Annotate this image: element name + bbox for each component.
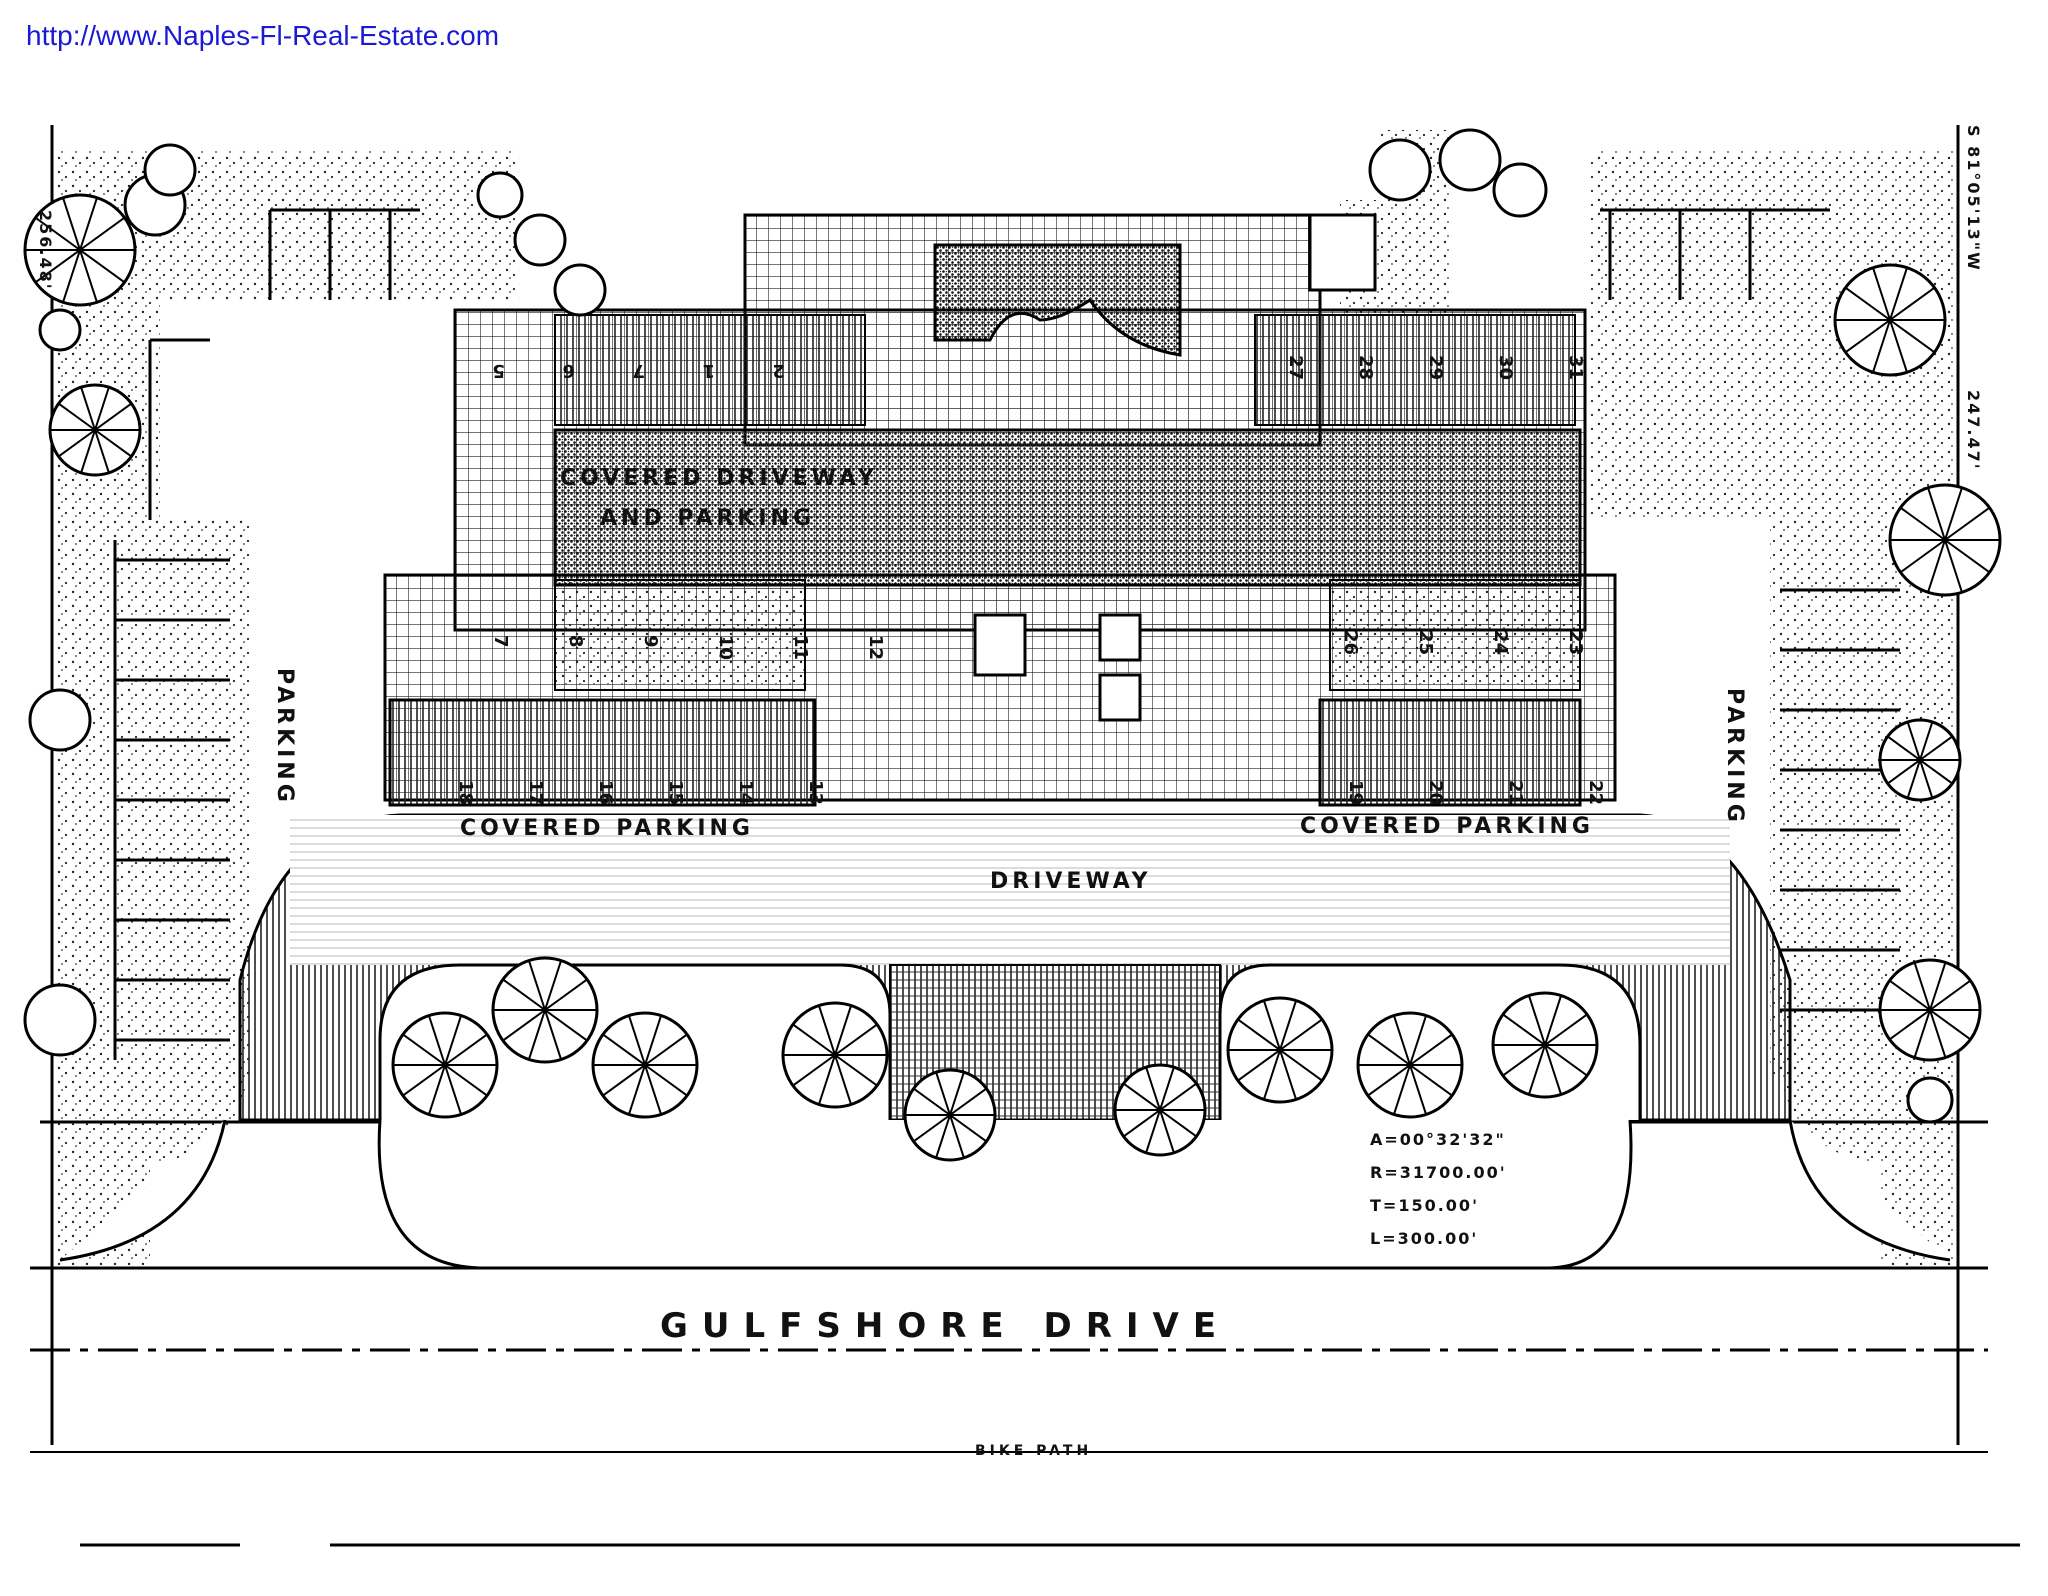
- right-parking-stalls: [1600, 208, 1900, 1012]
- space-number: 5: [492, 360, 505, 381]
- left-boundary-dim: 256.48': [36, 210, 55, 291]
- landscape-areas: [55, 130, 1955, 1265]
- tree-icon: [23, 193, 137, 307]
- road-label: GULFSHORE DRIVE: [660, 1306, 1230, 1346]
- tree-icon: [1113, 1063, 1207, 1157]
- space-number: 16: [595, 780, 616, 805]
- bike-path-label: BIKE PATH: [975, 1443, 1092, 1459]
- space-number: 28: [1355, 355, 1376, 380]
- space-number: 29: [1425, 355, 1446, 380]
- covered-parking-left-label: COVERED PARKING: [460, 816, 754, 841]
- tree-icon: [591, 1011, 699, 1119]
- space-number: 15: [665, 780, 686, 805]
- space-number: 1: [702, 360, 715, 381]
- tree-icon: [1888, 483, 2002, 597]
- plan-labels: COVERED DRIVEWAY AND PARKING COVERED PAR…: [36, 125, 1983, 1459]
- space-number: 6: [562, 360, 575, 381]
- space-number: 7: [490, 635, 511, 648]
- tree-icon: [1438, 128, 1502, 192]
- space-number: 31: [1565, 355, 1586, 380]
- parking-right-label: PARKING: [1722, 688, 1747, 826]
- pool: [933, 243, 1182, 357]
- space-number: 20: [1425, 780, 1446, 805]
- tree-icon: [553, 263, 607, 317]
- tree-icon: [781, 1001, 889, 1109]
- tree-icon: [1492, 162, 1548, 218]
- tree-icon: [476, 171, 524, 219]
- space-number: 19: [1345, 780, 1366, 805]
- space-number: 18: [455, 780, 476, 805]
- space-number: 23: [1565, 630, 1586, 655]
- curve-angle: A=00°32'32": [1370, 1130, 1506, 1149]
- tree-icon: [1906, 1076, 1954, 1124]
- space-number: 25: [1415, 630, 1436, 655]
- space-number: 9: [640, 635, 661, 648]
- parking-left-label: PARKING: [272, 668, 297, 806]
- space-number: 8: [565, 635, 586, 648]
- tree-icon: [1878, 958, 1982, 1062]
- space-number: 12: [865, 635, 886, 660]
- curve-length: L=300.00': [1370, 1229, 1478, 1248]
- tree-icon: [1878, 718, 1962, 802]
- right-boundary-dim: 247.47': [1964, 390, 1983, 471]
- curve-radius: R=31700.00': [1370, 1163, 1507, 1182]
- tree-icon: [513, 213, 567, 267]
- space-number: 14: [735, 780, 756, 805]
- left-parking-stalls: [113, 208, 420, 1060]
- trees: [23, 128, 2002, 1162]
- front-planters: [59, 1119, 1951, 1270]
- tree-icon: [1491, 991, 1599, 1099]
- tree-icon: [48, 383, 142, 477]
- covered-driveway-label: COVERED DRIVEWAY: [560, 466, 878, 491]
- tree-icon: [903, 1068, 997, 1162]
- source-url-link[interactable]: http://www.Naples-Fl-Real-Estate.com: [26, 20, 500, 51]
- space-number: 11: [790, 635, 811, 660]
- covered-driveway-label-2: AND PARKING: [600, 506, 815, 531]
- space-number: 10: [715, 635, 736, 660]
- tree-icon: [1226, 996, 1334, 1104]
- space-number: 27: [1285, 355, 1306, 380]
- tree-icon: [491, 956, 599, 1064]
- curve-tangent: T=150.00': [1370, 1196, 1479, 1215]
- tree-icon: [23, 983, 97, 1057]
- tree-icon: [1368, 138, 1432, 202]
- tree-icon: [1356, 1011, 1464, 1119]
- space-number: 26: [1340, 630, 1361, 655]
- space-number: 17: [525, 780, 546, 805]
- covered-parking-right-label: COVERED PARKING: [1300, 814, 1594, 839]
- tree-icon: [1833, 263, 1947, 377]
- driveway-label: DRIVEWAY: [990, 869, 1152, 894]
- tree-icon: [143, 143, 197, 197]
- building-footprint: [383, 213, 1617, 807]
- tree-icon: [28, 688, 92, 752]
- space-number: 22: [1585, 780, 1606, 805]
- space-number: 7: [632, 360, 645, 381]
- tree-icon: [391, 1011, 499, 1119]
- space-number: 24: [1490, 630, 1511, 655]
- boundary-bearing: S 81°05'13"W: [1964, 125, 1983, 272]
- tree-icon: [38, 308, 82, 352]
- space-number: 21: [1505, 780, 1526, 805]
- space-number: 13: [805, 780, 826, 805]
- space-number: 2: [772, 360, 785, 381]
- space-number: 30: [1495, 355, 1516, 380]
